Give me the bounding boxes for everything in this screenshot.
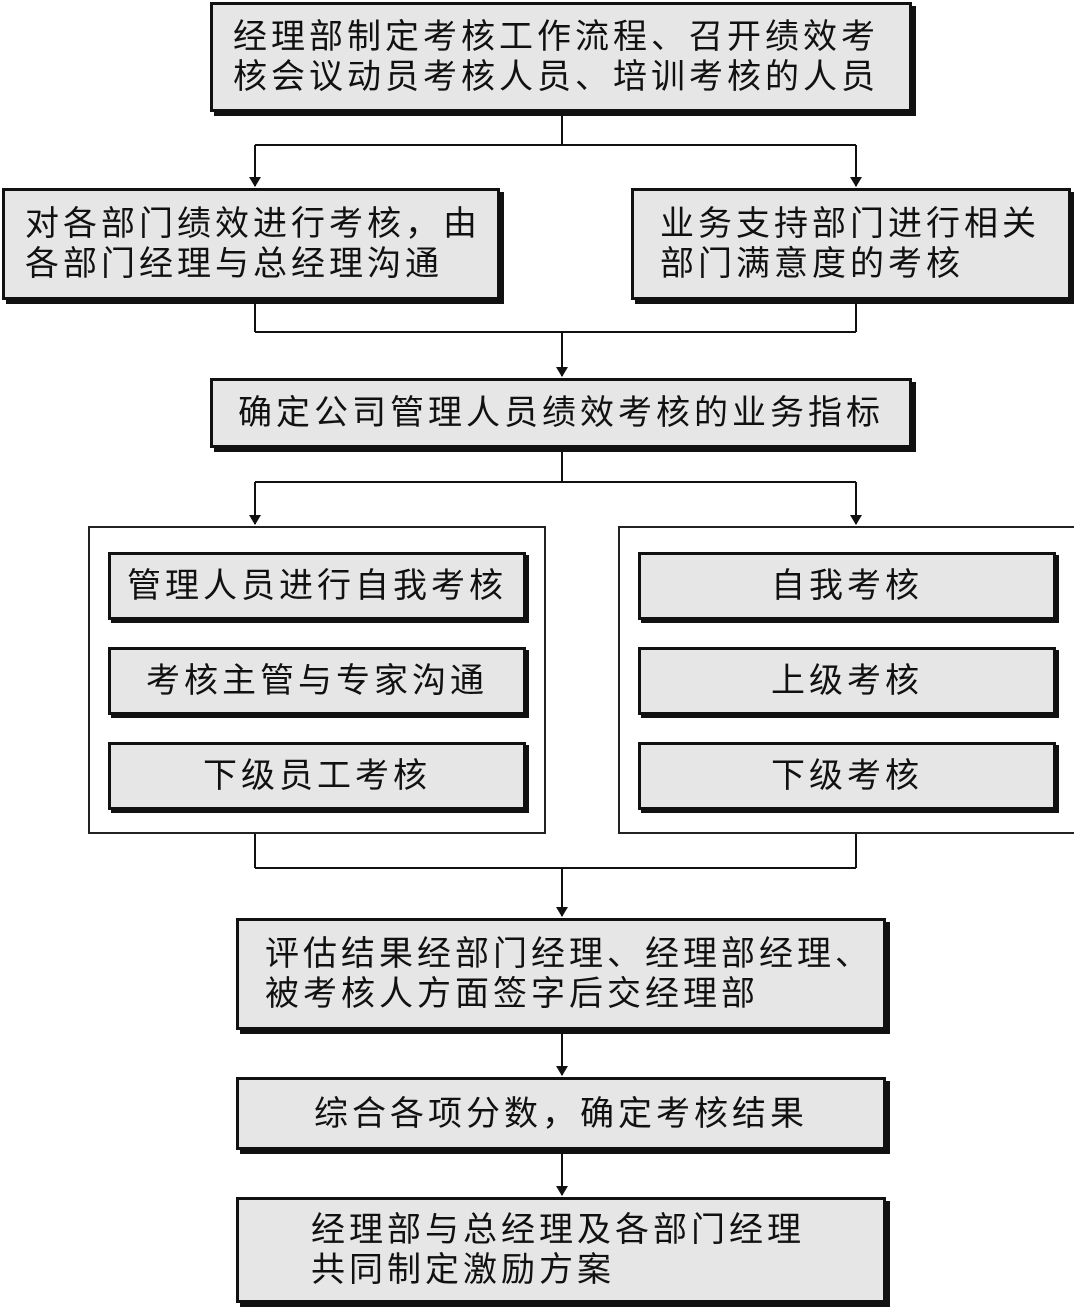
- step-final-score: 综合各项分数，确定考核结果: [236, 1077, 886, 1150]
- step-evaluation-signoff: 评估结果经部门经理、经理部经理、 被考核人方面签字后交经理部: [236, 918, 886, 1030]
- group-support-assessment: 自我考核 上级考核 下级考核: [618, 526, 1074, 834]
- step-plan-process-line2: 核会议动员考核人员、培训考核的人员: [233, 57, 879, 97]
- step-department-assessment-line2: 各部门经理与总经理沟通: [25, 244, 443, 284]
- step-support-satisfaction-line2: 部门满意度的考核: [660, 244, 964, 284]
- group-managers-assessment: 管理人员进行自我考核 考核主管与专家沟通 下级员工考核: [88, 526, 546, 834]
- step-evaluation-signoff-line1: 评估结果经部门经理、经理部经理、: [265, 934, 873, 974]
- step-plan-process: 经理部制定考核工作流程、召开绩效考 核会议动员考核人员、培训考核的人员: [210, 2, 912, 112]
- group-managers-item-self: 管理人员进行自我考核: [108, 552, 526, 620]
- step-incentive-plan: 经理部与总经理及各部门经理 共同制定激励方案: [236, 1197, 886, 1303]
- group-support-item-subordinate: 下级考核: [638, 742, 1056, 810]
- step-incentive-plan-line2: 共同制定激励方案: [311, 1250, 615, 1290]
- step-business-indicators: 确定公司管理人员绩效考核的业务指标: [210, 378, 912, 448]
- step-support-satisfaction-line1: 业务支持部门进行相关: [660, 204, 1040, 244]
- group-managers-item-subordinates: 下级员工考核: [108, 742, 526, 810]
- step-support-satisfaction: 业务支持部门进行相关 部门满意度的考核: [631, 188, 1071, 300]
- group-support-item-self: 自我考核: [638, 552, 1056, 620]
- step-department-assessment-line1: 对各部门绩效进行考核，由: [25, 204, 481, 244]
- step-plan-process-line1: 经理部制定考核工作流程、召开绩效考: [233, 17, 879, 57]
- step-incentive-plan-line1: 经理部与总经理及各部门经理: [311, 1210, 805, 1250]
- step-business-indicators-text: 确定公司管理人员绩效考核的业务指标: [238, 393, 884, 433]
- step-department-assessment: 对各部门绩效进行考核，由 各部门经理与总经理沟通: [2, 188, 500, 300]
- step-evaluation-signoff-line2: 被考核人方面签字后交经理部: [265, 974, 759, 1014]
- step-final-score-text: 综合各项分数，确定考核结果: [314, 1093, 808, 1134]
- group-support-item-superior: 上级考核: [638, 647, 1056, 715]
- group-managers-item-experts: 考核主管与专家沟通: [108, 647, 526, 715]
